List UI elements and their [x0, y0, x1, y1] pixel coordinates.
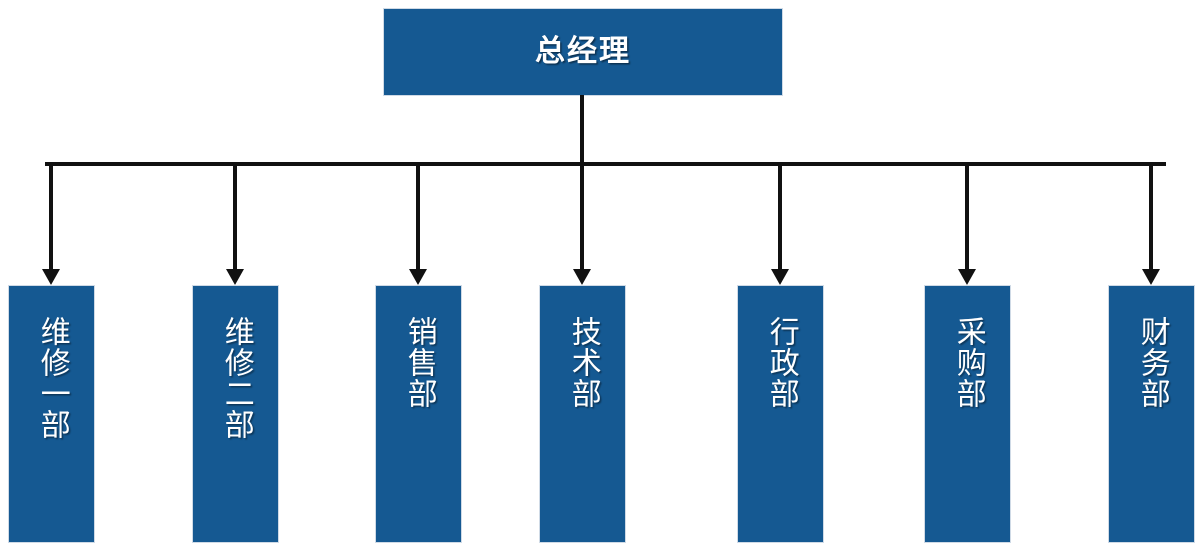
- node-label-department-1: 维修一部: [35, 316, 69, 440]
- node-label-department-4: 技术部: [566, 316, 600, 409]
- node-department-6[interactable]: 采购部: [924, 285, 1011, 543]
- arrow-head-icon-1: [42, 269, 60, 285]
- connector-drop-1: [49, 164, 53, 271]
- arrow-head-icon-7: [1142, 269, 1160, 285]
- connector-drop-7: [1149, 164, 1153, 271]
- node-department-4[interactable]: 技术部: [539, 285, 626, 543]
- node-general-manager[interactable]: 总经理: [383, 8, 783, 96]
- node-label-department-7: 财务部: [1135, 316, 1169, 409]
- node-label-general-manager: 总经理: [535, 35, 631, 68]
- connector-drop-5: [778, 164, 782, 271]
- node-label-department-2: 维修二部: [219, 316, 253, 440]
- connector-drop-2: [233, 164, 237, 271]
- node-department-1[interactable]: 维修一部: [8, 285, 95, 543]
- arrow-head-icon-6: [958, 269, 976, 285]
- node-label-department-3: 销售部: [402, 316, 436, 409]
- arrow-head-icon-4: [573, 269, 591, 285]
- node-department-2[interactable]: 维修二部: [192, 285, 279, 543]
- node-department-5[interactable]: 行政部: [737, 285, 824, 543]
- arrow-head-icon-5: [771, 269, 789, 285]
- node-label-department-5: 行政部: [764, 316, 798, 409]
- connector-horizontal-bus: [45, 162, 1166, 166]
- connector-root-stem: [580, 95, 584, 165]
- connector-drop-4: [580, 164, 584, 271]
- node-label-department-6: 采购部: [951, 316, 985, 409]
- node-department-7[interactable]: 财务部: [1108, 285, 1195, 543]
- arrow-head-icon-2: [226, 269, 244, 285]
- connector-drop-6: [965, 164, 969, 271]
- node-department-3[interactable]: 销售部: [375, 285, 462, 543]
- connector-drop-3: [416, 164, 420, 271]
- arrow-head-icon-3: [409, 269, 427, 285]
